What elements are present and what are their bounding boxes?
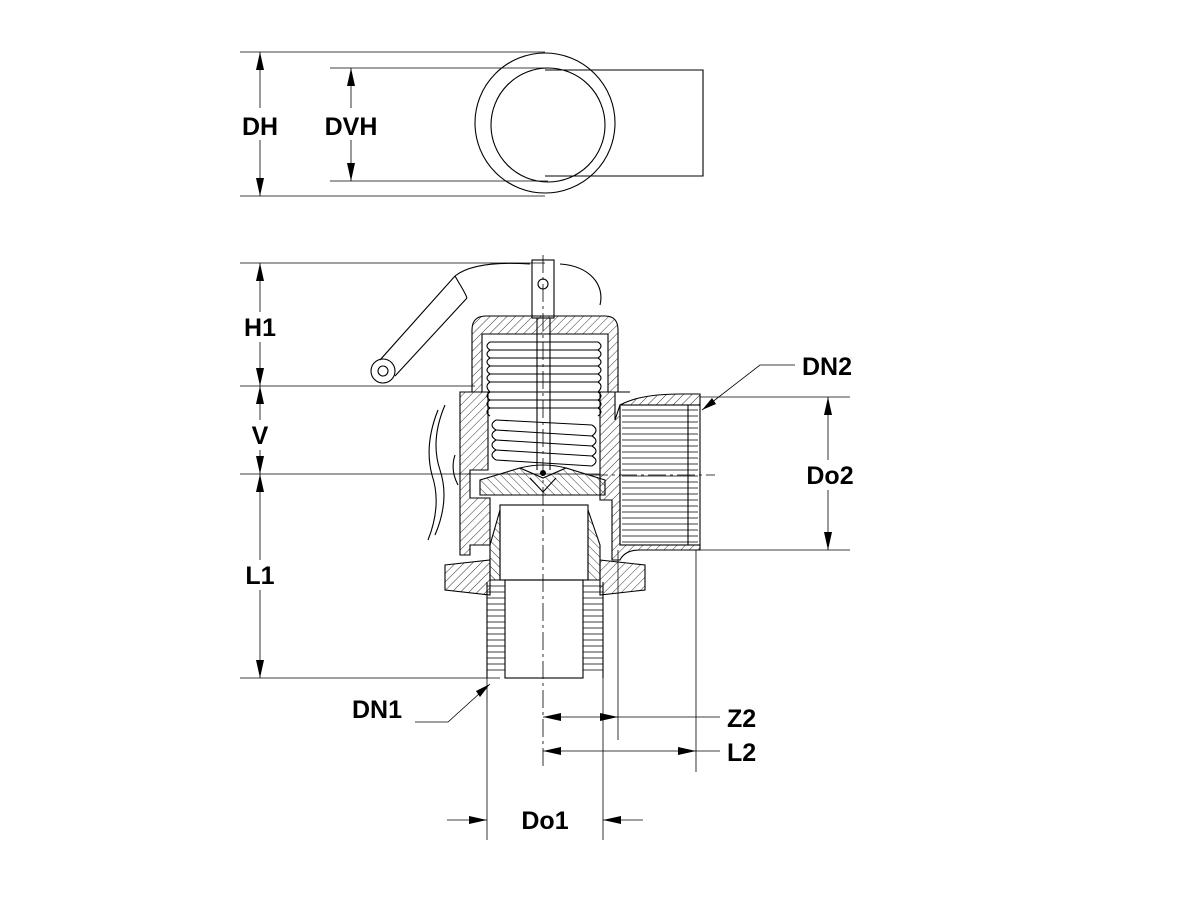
bonnet-cap: [471, 315, 619, 393]
valve-body-left: [459, 391, 491, 556]
dn1-label: DN1: [352, 696, 402, 724]
dn2-leader: [701, 364, 795, 411]
inlet-bore-upper: [499, 504, 589, 581]
do1-label: Do1: [521, 807, 568, 835]
top-view-inner-circle: [490, 67, 606, 183]
l2-label: L2: [727, 739, 756, 767]
z2-label: Z2: [727, 705, 756, 733]
inlet-bore-lower: [504, 579, 584, 679]
inlet-neck-right: [587, 509, 601, 581]
seat-disc: [479, 464, 606, 496]
dh-arrow-top: [256, 52, 264, 70]
do2-label: Do2: [806, 462, 853, 490]
lever-handle: [370, 262, 602, 384]
break-line: [427, 404, 459, 541]
dh-label: DH: [242, 113, 278, 141]
inlet-nut-right: [599, 559, 646, 596]
dn2-label: DN2: [802, 353, 852, 381]
top-view: DH DVH: [234, 51, 704, 197]
top-view-outer-circle: [474, 52, 616, 194]
l1-label: L1: [245, 562, 274, 590]
v-label: V: [252, 422, 269, 450]
top-view-lever-body: [545, 69, 704, 177]
dvh-arrow-top: [347, 68, 355, 86]
h1-label: H1: [244, 314, 276, 342]
dh-arrow-bottom: [256, 178, 264, 196]
dn1-leader: [415, 683, 491, 723]
dvh-label: DVH: [325, 113, 378, 141]
dvh-arrow-bottom: [347, 163, 355, 181]
spring: [486, 341, 602, 467]
inlet-threads: [486, 582, 604, 678]
inlet-neck-left: [489, 509, 501, 581]
inlet-nut: [444, 559, 491, 596]
lever-pivot-circle: [370, 358, 396, 384]
section-view: H1 V L1 DN2 Do2 DN1 Z2: [238, 255, 860, 840]
